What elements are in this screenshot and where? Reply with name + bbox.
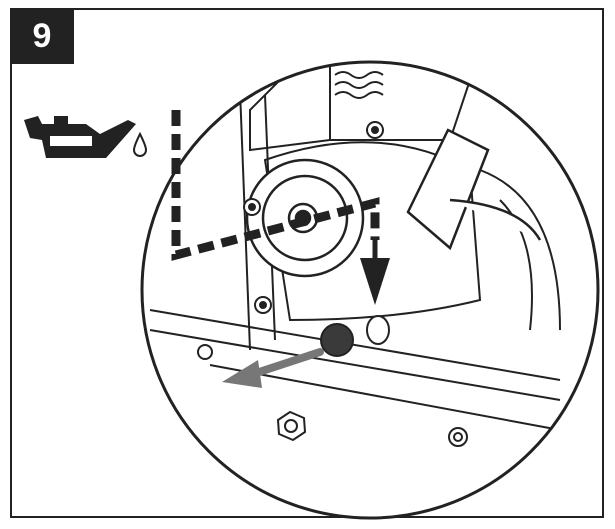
handle-arm <box>449 198 542 241</box>
upper-housing-top <box>329 62 471 141</box>
oil-flow-path <box>171 110 380 261</box>
down-arrow-head <box>360 258 390 305</box>
bolt-top-center <box>371 126 379 134</box>
handle <box>406 128 542 251</box>
drain-plug <box>320 323 354 357</box>
oil-can-icon <box>24 116 136 158</box>
frame-edge-lower <box>209 364 561 431</box>
magnifier-circle <box>140 60 600 520</box>
spring-coil-1 <box>334 71 384 79</box>
oil-fill-hole <box>366 315 390 345</box>
spring-coil-3 <box>334 91 384 99</box>
inner-rim <box>499 199 533 331</box>
bolts <box>197 121 468 447</box>
foot-nub <box>197 344 213 360</box>
magnified-detail <box>140 60 600 520</box>
spring-coil-2 <box>334 81 384 89</box>
outer-rim <box>479 169 561 331</box>
frame-edge-top <box>149 309 561 381</box>
gear-case <box>263 141 482 322</box>
bolt-bottom-right-center <box>453 432 463 442</box>
step-number-badge: 9 <box>10 8 74 64</box>
hex-nut-center <box>284 419 298 433</box>
handle-grip <box>406 128 490 251</box>
bolt-left-upper-center <box>248 203 256 211</box>
removal-arrow-shaft <box>246 348 324 379</box>
removal-arrow-head <box>222 360 262 388</box>
side-plate-left <box>239 89 251 351</box>
frame-edge-bottom <box>149 329 561 401</box>
oil-can-cap <box>54 116 68 126</box>
oil-can-highlight <box>50 136 92 146</box>
bolt-left-lower-center <box>259 301 267 309</box>
oil-drop-icon <box>132 131 148 157</box>
